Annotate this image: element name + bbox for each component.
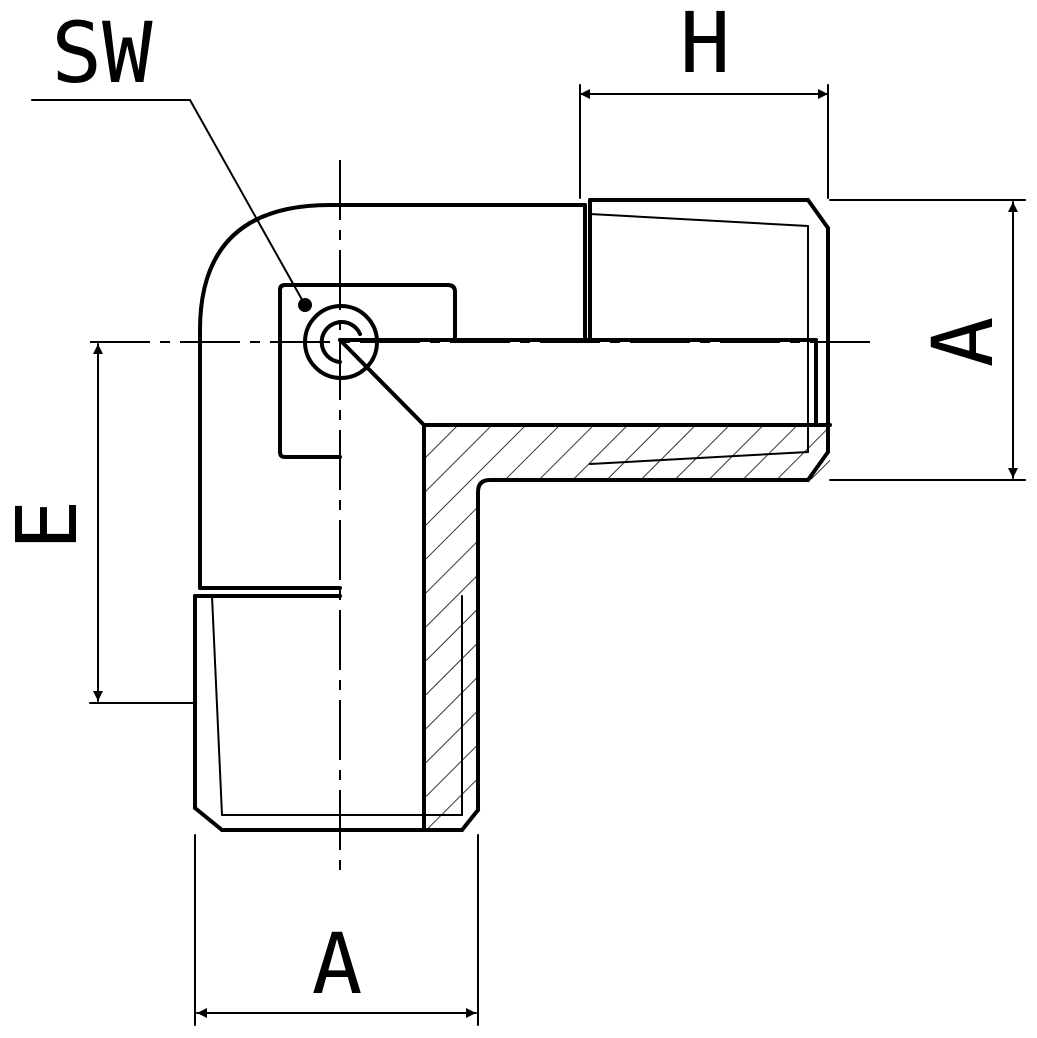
dimension-a-right: A [829, 199, 1026, 481]
internal-bore [338, 338, 832, 832]
dimension-a-right-label: A [914, 317, 1012, 368]
dimension-e-label: E [0, 500, 96, 551]
dimension-a-bottom-label: A [312, 915, 363, 1013]
bottom-thread [193, 594, 480, 832]
fitting-body [198, 203, 587, 590]
sw-label: SW [51, 4, 153, 102]
dimension-h: H [579, 0, 829, 199]
dimension-h-label: H [680, 0, 731, 92]
dimension-e: E [0, 343, 196, 704]
right-thread [588, 198, 830, 482]
dimension-a-bottom: A [194, 834, 479, 1026]
leader-sw: SW [31, 4, 306, 306]
centerlines [90, 160, 880, 870]
